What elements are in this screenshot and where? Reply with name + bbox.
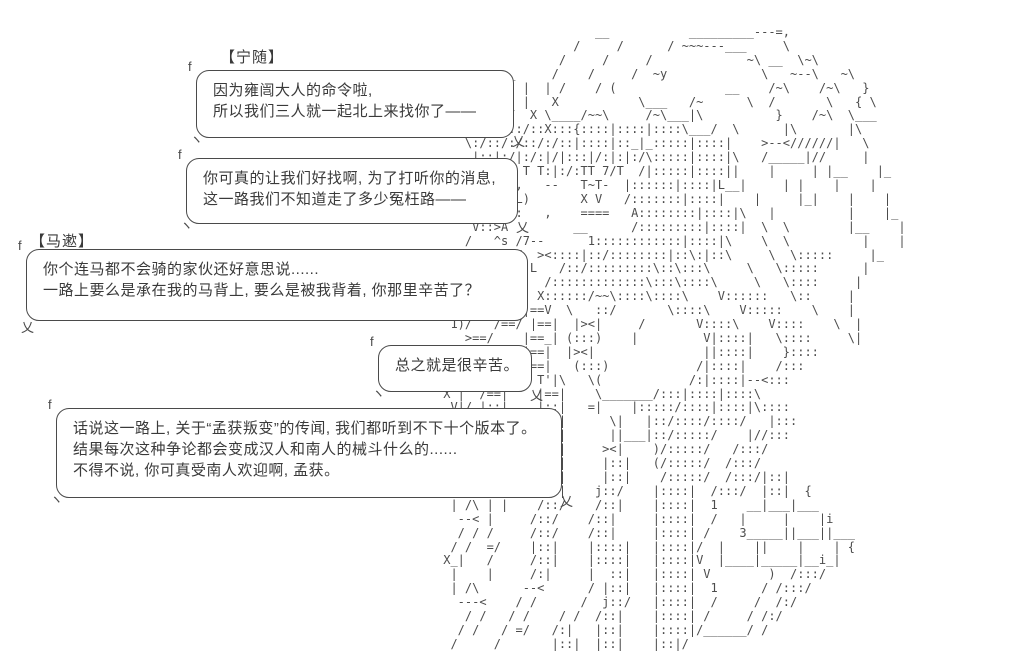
bubble-corner-icon: ヽ [50,492,64,507]
bubble-tail-icon: 乂 [511,134,525,149]
bubble-box: f ヽ 乂 话说这一路上, 关于“孟获叛变”的传闻, 我们都听到不下十个版本了。… [48,398,573,508]
bubble-text: 你可真的让我们好找啊, 为了打听你的消息, 这一路我们不知道走了多少冤枉路―― [203,170,497,208]
bubble-corner-icon: ヽ [372,386,386,401]
bubble-box: f ヽ 乂 因为雍闿大人的命令啦, 所以我们三人就一起北上来找你了―― [188,60,525,148]
bubble-corner-icon: f [48,397,52,412]
bubble-text: 因为雍闿大人的命令啦, 所以我们三人就一起北上来找你了―― [213,82,477,120]
bubble-box: f 乂 你个连马都不会骑的家伙还好意思说...... 一路上要么是承在我的马背上… [18,239,528,334]
bubble-corner-icon: f [370,334,374,349]
bubble-corner-icon: f [188,59,192,74]
bubble-corner-icon: f [178,147,182,162]
bubble-tail-icon: 乂 [559,494,573,509]
bubble-tail-icon: 乂 [21,320,35,335]
bubble-tail-icon: 乂 [529,388,543,403]
bubble-text: 总之就是很辛苦。 [395,357,520,374]
bubble-box: f ヽ 乂 总之就是很辛苦。 [370,335,543,402]
bubble-text: 你个连马都不会骑的家伙还好意思说...... 一路上要么是承在我的马背上, 要么… [43,261,481,299]
bubble-text: 话说这一路上, 关于“孟获叛变”的传闻, 我们都听到不下十个版本了。 结果每次这… [73,420,537,479]
bubble-corner-icon: ヽ [190,132,204,147]
bubble-box: f ヽ 乂 你可真的让我们好找啊, 为了打听你的消息, 这一路我们不知道走了多少… [178,148,529,234]
speaker-label-ningsui: 【宁随】 [220,49,285,66]
bubble-corner-icon: f [18,238,22,253]
speaker-label-masu: 【马遬】 [30,233,95,250]
bubble-tail-icon: 乂 [515,220,529,235]
bubble-corner-icon: ヽ [180,218,194,233]
